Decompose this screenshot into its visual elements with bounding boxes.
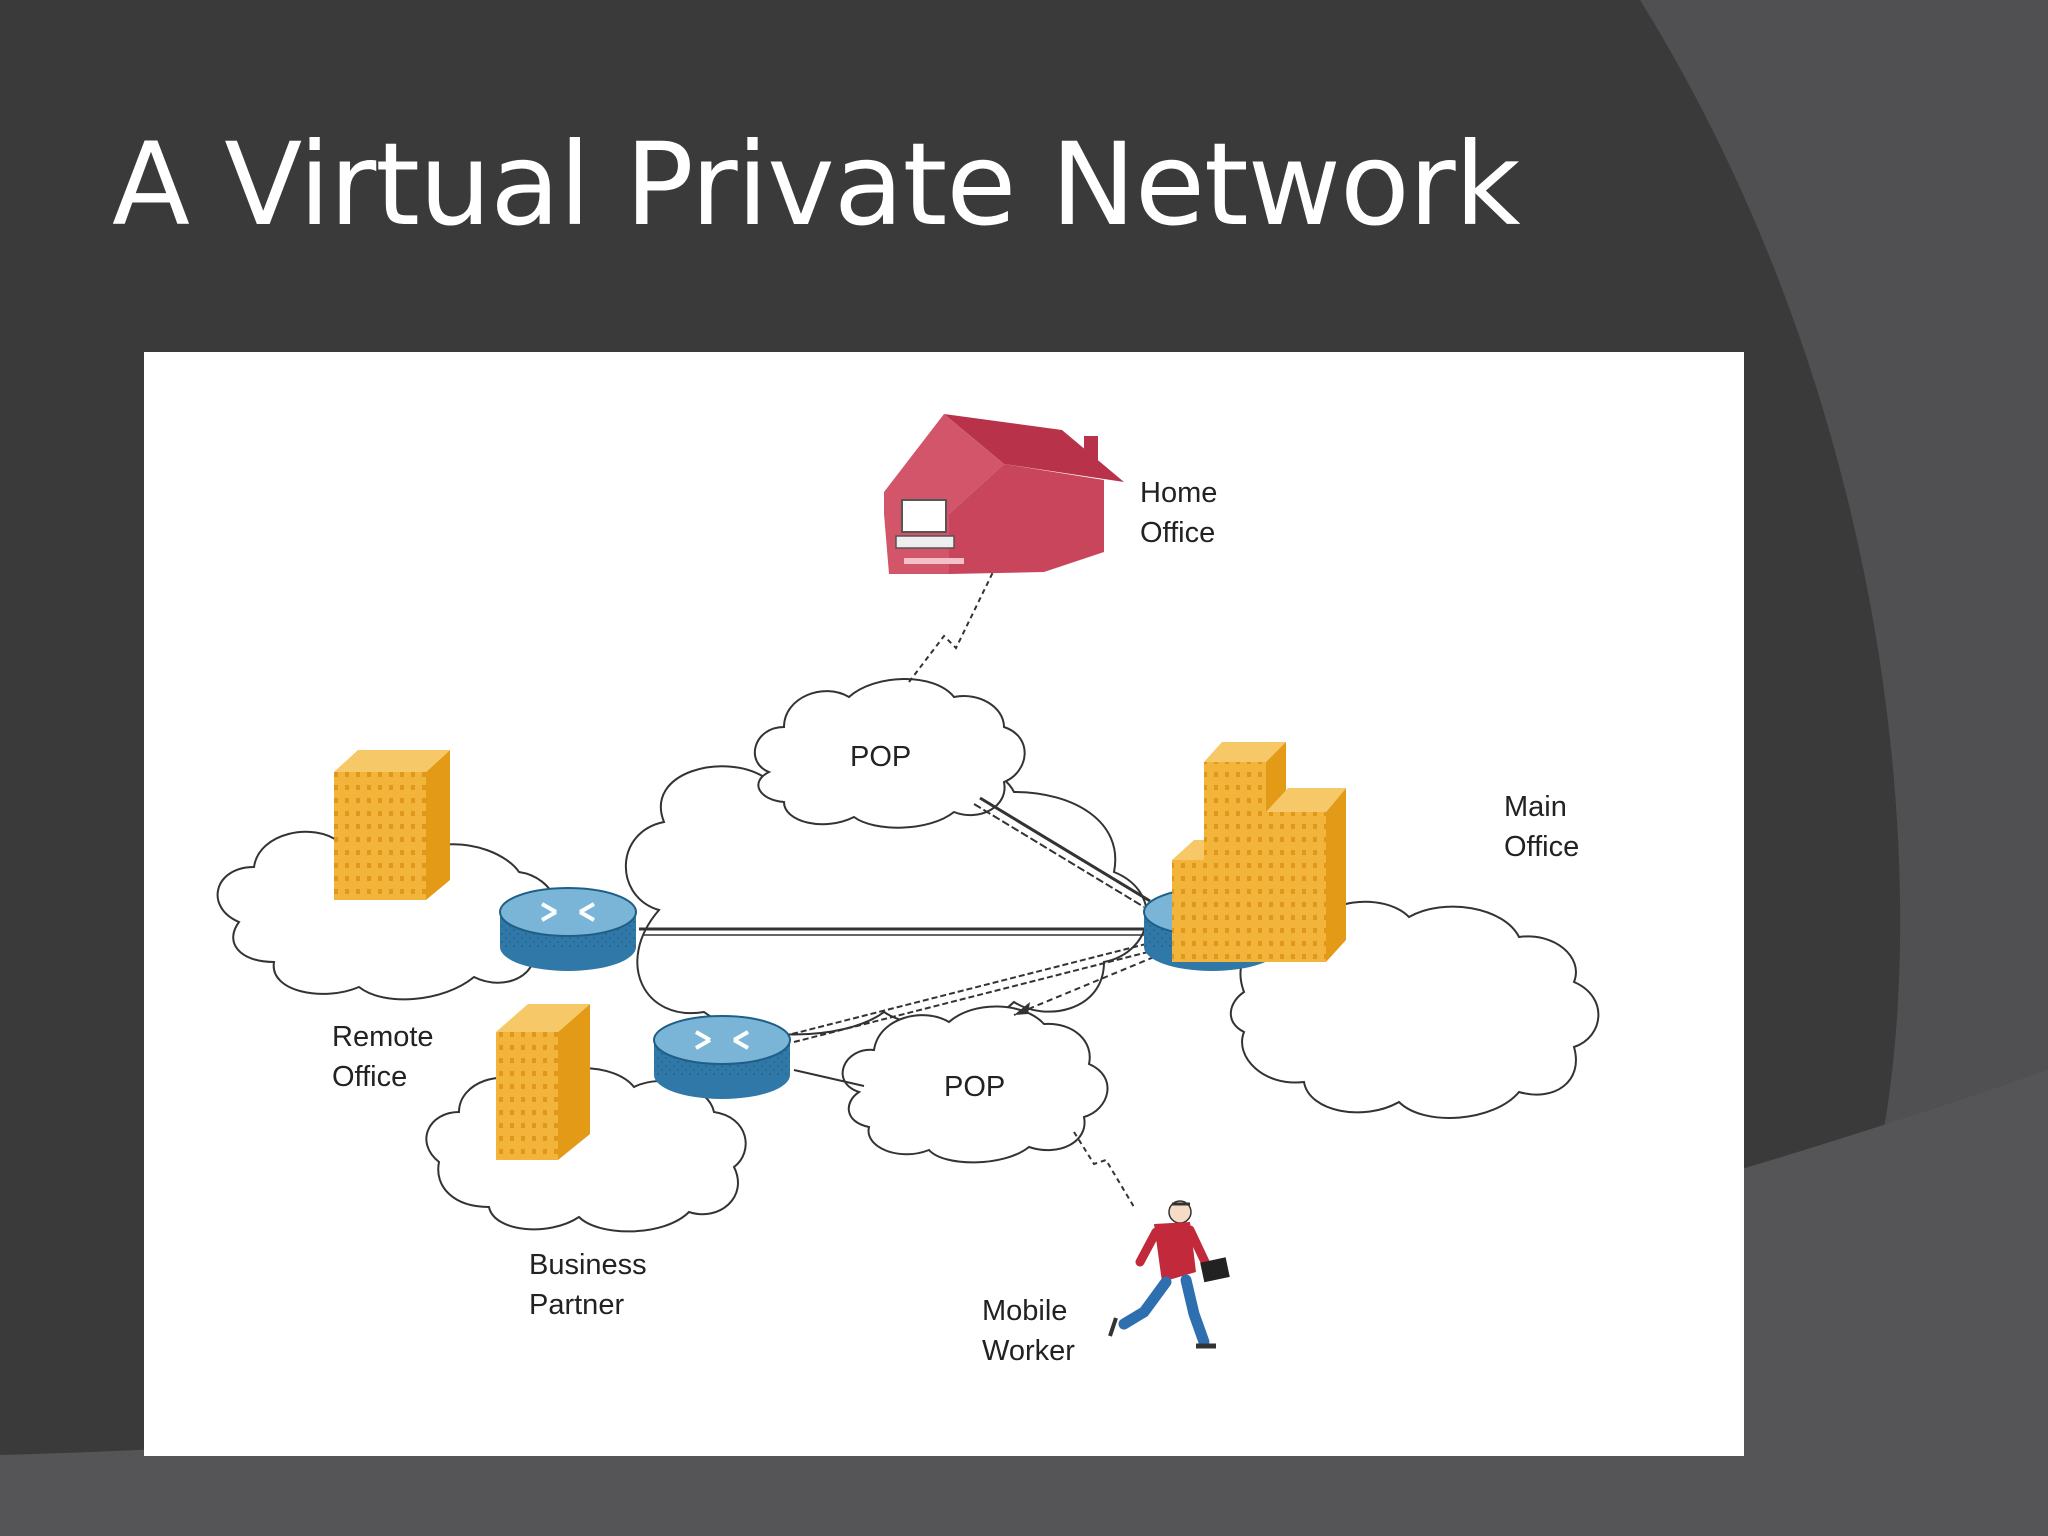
wireless-mobile-link	[1073, 1131, 1135, 1208]
link-partner-main	[791, 943, 1147, 1035]
remote-office-building-icon	[334, 750, 450, 900]
dialup-home-link	[908, 569, 995, 683]
pop-top-label: POP	[850, 741, 911, 773]
link-top-pop-main-2	[979, 796, 1151, 903]
pop-bottom-label: POP	[944, 1071, 1005, 1103]
arrow-head-bottom-pop	[1014, 1002, 1030, 1015]
business-partner-router	[653, 1015, 791, 1099]
slide-title: A Virtual Private Network	[112, 118, 1521, 251]
remote-office-router	[499, 887, 637, 971]
link-partner-main-2	[793, 951, 1149, 1043]
central-cloud	[624, 741, 1148, 1036]
home-office-house-icon	[884, 414, 1124, 574]
mobile-worker-icon	[1108, 1200, 1230, 1349]
top-pop-cloud	[753, 678, 1026, 829]
business-partner-building-icon	[496, 1004, 590, 1160]
main-office-building-icon	[1172, 742, 1346, 962]
link-partner-bottom-pop	[793, 1069, 865, 1087]
link-top-pop-main	[973, 803, 1145, 908]
link-main-bottom-pop	[1013, 956, 1155, 1016]
bottom-pop-cloud	[841, 1005, 1109, 1164]
